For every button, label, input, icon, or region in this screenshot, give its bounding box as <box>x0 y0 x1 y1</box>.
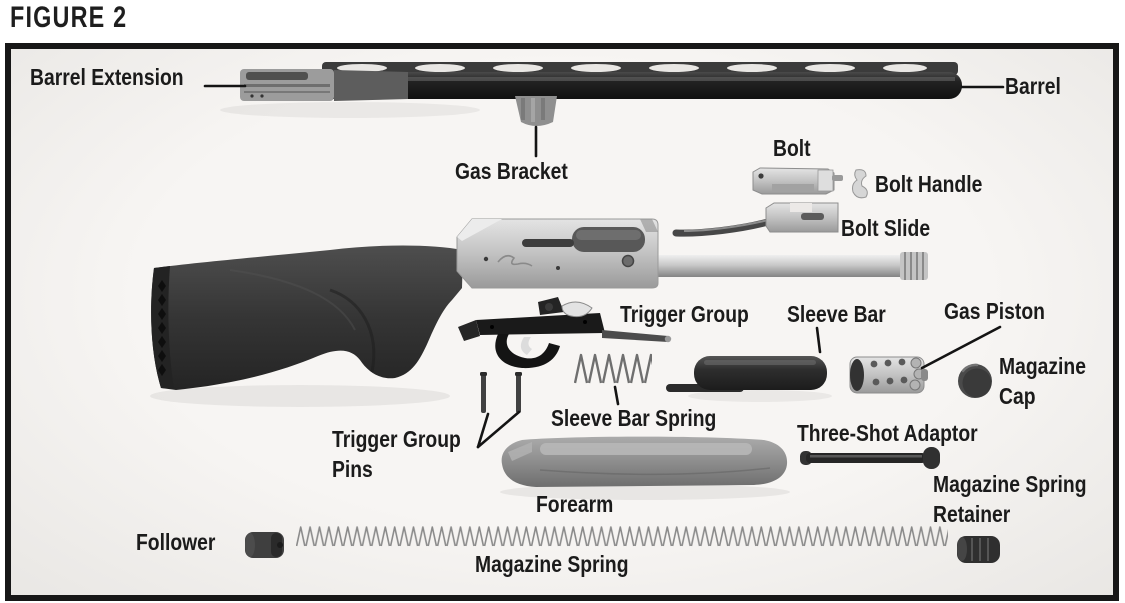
buttstock-part <box>151 245 463 390</box>
follower-part <box>245 532 284 558</box>
label-forearm: Forearm <box>536 491 614 517</box>
label-magazine-cap-line2: Cap <box>999 383 1036 409</box>
label-magazine-cap-line1: Magazine <box>999 353 1086 379</box>
label-three-shot-adaptor: Three-Shot Adaptor <box>797 420 978 446</box>
label-trigger-group: Trigger Group <box>620 301 749 327</box>
sleeve-bar-spring-part <box>574 353 652 385</box>
label-bolt-handle: Bolt Handle <box>875 171 983 197</box>
bolt-handle-part <box>852 169 868 199</box>
bolt-part <box>752 167 843 195</box>
figure-title: FIGURE 2 <box>10 1 128 34</box>
forearm-part <box>501 436 788 487</box>
photo-shadows <box>150 102 832 500</box>
bolt-slide-part <box>672 202 839 237</box>
receiver-part <box>456 218 928 289</box>
label-magazine-spring-retainer-line1: Magazine Spring <box>933 471 1087 497</box>
leader-pin-1 <box>476 412 490 449</box>
gas-bracket-part <box>515 96 557 126</box>
label-gas-piston: Gas Piston <box>944 298 1045 324</box>
leader-lines <box>203 84 1005 449</box>
magazine-spring-retainer-part <box>957 536 1000 563</box>
trigger-group-pins-part <box>480 372 522 413</box>
recoil-pad-texture <box>158 280 166 376</box>
label-trigger-group-pins: Trigger Group Pins <box>332 424 461 484</box>
label-gas-bracket: Gas Bracket <box>455 158 568 184</box>
magazine-spring-part <box>296 525 948 548</box>
leader-sleeve-bar <box>815 326 822 354</box>
magazine-cap-part <box>958 363 992 398</box>
label-barrel: Barrel <box>1005 73 1061 99</box>
sleeve-bar-part <box>666 356 827 392</box>
three-shot-adaptor-part <box>800 447 940 469</box>
leader-sleeve-bar-spring <box>613 385 620 406</box>
magazine-tube-threads <box>900 252 928 280</box>
label-barrel-extension: Barrel Extension <box>30 64 184 90</box>
label-magazine-spring: Magazine Spring <box>475 551 629 577</box>
label-bolt: Bolt <box>773 135 811 161</box>
label-bolt-slide: Bolt Slide <box>841 215 931 241</box>
label-follower: Follower <box>136 529 216 555</box>
barrel-extension-part <box>240 69 408 101</box>
label-sleeve-bar: Sleeve Bar <box>787 301 886 327</box>
label-magazine-spring-retainer-line2: Retainer <box>933 501 1011 527</box>
leader-pin-2 <box>476 410 521 449</box>
gas-piston-part <box>849 356 928 394</box>
label-trigger-group-pins-line1: Trigger Group <box>332 426 461 452</box>
label-sleeve-bar-spring: Sleeve Bar Spring <box>551 405 717 431</box>
receiver-script-logo <box>497 254 533 267</box>
barrel-part <box>240 62 962 126</box>
barrel-rib-vents <box>337 64 927 72</box>
label-magazine-spring-retainer: Magazine Spring Retainer <box>933 469 1087 529</box>
trigger-group-part <box>458 297 672 369</box>
leader-gas-piston <box>920 325 1002 370</box>
label-magazine-cap: Magazine Cap <box>999 351 1086 411</box>
label-trigger-group-pins-line2: Pins <box>332 456 373 482</box>
